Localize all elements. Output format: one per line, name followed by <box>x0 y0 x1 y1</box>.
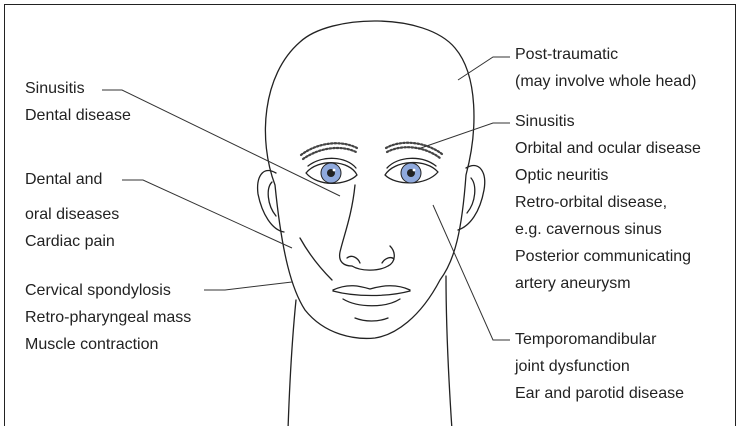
label-optic-neuritis: Optic neuritis <box>515 164 608 188</box>
neck-right <box>446 276 452 426</box>
leader-orbital <box>418 123 510 149</box>
right-ear-inner <box>467 178 475 213</box>
label-sinusitis-left: Sinusitis <box>25 77 85 101</box>
right-ear <box>458 166 485 230</box>
label-sinusitis-right: Sinusitis <box>515 110 575 134</box>
upper-lip <box>333 286 410 290</box>
label-orbital-ocular: Orbital and ocular disease <box>515 137 701 161</box>
right-eye-glint <box>413 169 416 172</box>
label-cervical-spondylosis: Cervical spondylosis <box>25 279 171 303</box>
leader-post-traumatic <box>458 57 510 80</box>
label-retro-pharyngeal-mass: Retro-pharyngeal mass <box>25 306 191 330</box>
label-dental-and: Dental and <box>25 168 102 192</box>
lip-line <box>333 291 410 296</box>
leader-dental-oral <box>122 180 292 248</box>
head-outline <box>265 21 474 338</box>
label-temporomandibular: Temporomandibular <box>515 328 656 352</box>
label-joint-dysfunction: joint dysfunction <box>515 355 630 379</box>
label-cardiac-pain: Cardiac pain <box>25 230 115 254</box>
label-cavernous-sinus: e.g. cavernous sinus <box>515 218 662 242</box>
label-post-traumatic: Post-traumatic <box>515 43 618 67</box>
left-eye-glint <box>333 169 336 172</box>
label-muscle-contraction: Muscle contraction <box>25 333 158 357</box>
label-whole-head: (may involve whole head) <box>515 70 696 94</box>
neck-left <box>288 300 296 426</box>
nose-bridge <box>340 185 355 266</box>
cheek-line <box>300 238 332 280</box>
label-artery-aneurysm: artery aneurysm <box>515 272 631 296</box>
label-retro-orbital: Retro-orbital disease, <box>515 191 667 215</box>
nostril-left <box>347 256 360 263</box>
label-dental-disease: Dental disease <box>25 104 131 128</box>
leader-cervical <box>204 282 292 290</box>
chin-line <box>355 318 388 321</box>
label-oral-diseases: oral diseases <box>25 203 119 227</box>
label-ear-parotid: Ear and parotid disease <box>515 382 684 406</box>
label-posterior-communicating: Posterior communicating <box>515 245 691 269</box>
lower-lip <box>343 299 400 306</box>
